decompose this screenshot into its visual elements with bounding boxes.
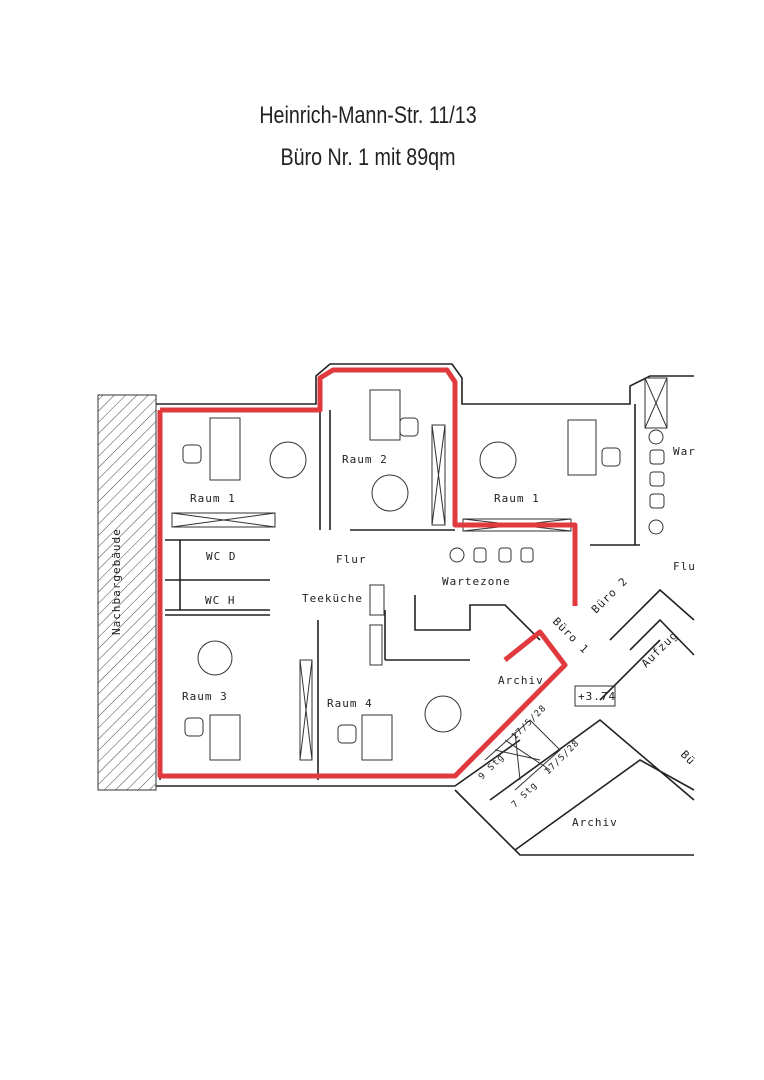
walls — [156, 363, 695, 856]
stair-count-lower: 7 Stg — [510, 780, 540, 810]
room-label-raum1-right: Raum 1 — [494, 492, 540, 505]
room-label-teekueche: Teeküche — [302, 592, 363, 605]
room-label-raum1-left: Raum 1 — [190, 492, 236, 505]
address-title: Heinrich-Mann-Str. 11/13 — [259, 102, 477, 129]
office-boundary-lower — [157, 410, 568, 779]
level-marker: +3.74 — [578, 690, 616, 703]
room-label-archiv-2: Archiv — [572, 816, 618, 829]
entrance-label-buero2: Büro 2 — [589, 575, 631, 617]
room-label-wartezone: Wartezone — [442, 575, 511, 588]
office-subtitle: Büro Nr. 1 mit 89qm — [280, 144, 456, 171]
room-label-raum2: Raum 2 — [342, 453, 388, 466]
room-label-archiv: Archiv — [498, 674, 544, 687]
office-boundary — [160, 367, 578, 606]
wardrobes — [171, 424, 572, 761]
furniture — [182, 389, 665, 761]
room-label-raum4: Raum 4 — [327, 697, 373, 710]
room-label-wc-d: WC D — [206, 550, 237, 563]
room-label-buero-partial: Bü — [678, 748, 698, 768]
room-label-flur-partial: Flu — [673, 560, 696, 573]
room-label-warte-partial: War — [673, 445, 696, 458]
neighbour-building-label: Nachbargebäude — [110, 528, 123, 635]
stair-ratio-upper: 17/5/28 — [510, 703, 549, 742]
room-label-raum3: Raum 3 — [182, 690, 228, 703]
room-label-wc-h: WC H — [205, 594, 236, 607]
room-label-flur: Flur — [336, 553, 367, 566]
level-marker-box — [574, 685, 616, 707]
neighbour-building-hatch — [98, 395, 156, 790]
staircase — [484, 719, 561, 791]
